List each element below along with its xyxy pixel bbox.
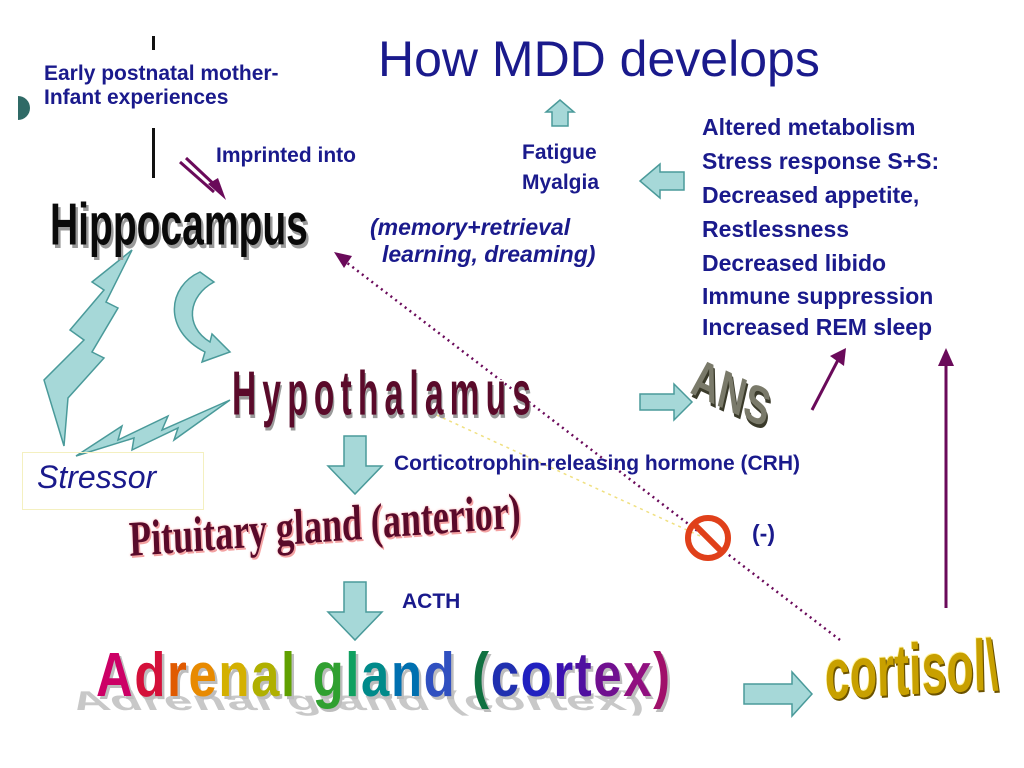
adrenal-letter: g bbox=[312, 641, 346, 710]
adrenal-letter: l bbox=[345, 641, 362, 710]
adrenal-letter bbox=[297, 641, 313, 710]
effect-item: Stress response S+S: bbox=[702, 148, 940, 174]
arrow-hypo-pituitary bbox=[326, 435, 384, 496]
fatigue-line2: Myalgia bbox=[522, 171, 600, 194]
dotted-yellow-feedback bbox=[429, 411, 701, 537]
effect-item: Decreased libido bbox=[702, 250, 887, 276]
hypothalamus-label: Hypothalamus bbox=[232, 359, 538, 429]
adrenal-letter: a bbox=[361, 641, 391, 710]
arrow-hypo-ans bbox=[639, 382, 694, 422]
memory-note-line2: learning, dreaming) bbox=[382, 241, 596, 267]
imprinted-label: Imprinted into bbox=[216, 144, 356, 167]
fatigue-label: Fatigue Myalgia bbox=[522, 138, 599, 198]
adrenal-letter: e bbox=[593, 641, 624, 710]
stressor-box: Stressor bbox=[22, 452, 204, 510]
effect-item: Immune suppression bbox=[702, 283, 934, 309]
adrenal-letter: t bbox=[574, 641, 594, 710]
adrenal-letter: d bbox=[423, 641, 457, 710]
adrenal-letter: x bbox=[623, 641, 654, 710]
crh-label: Corticotrophin-releasing hormone (CRH) bbox=[394, 452, 801, 475]
page-title: How MDD develops bbox=[378, 31, 820, 87]
acth-label: ACTH bbox=[402, 590, 461, 613]
adrenal-letter: n bbox=[218, 641, 252, 710]
inhibit-label: (-) bbox=[752, 520, 775, 546]
inhibit-icon bbox=[685, 515, 731, 561]
up-arrow-fatigue bbox=[543, 99, 577, 127]
fatigue-line1: Fatigue bbox=[522, 141, 597, 164]
left-arrow-effects bbox=[638, 162, 685, 200]
memory-note-line1: (memory+retrieval bbox=[370, 214, 571, 240]
adrenal-letter: r bbox=[167, 641, 189, 710]
adrenal-letter: l bbox=[281, 641, 297, 710]
adrenal-letter: o bbox=[520, 641, 554, 710]
effect-item: Decreased appetite, bbox=[702, 182, 920, 208]
adrenal-letter: n bbox=[390, 641, 424, 710]
early-experiences-label: Early postnatal mother- Infant experienc… bbox=[44, 62, 279, 110]
adrenal-letter: A bbox=[96, 641, 135, 710]
adrenal-letter: ( bbox=[472, 641, 491, 710]
hippocampus-label: Hippocampus bbox=[50, 191, 308, 258]
adrenal-label: Adrenal gland (cortex) bbox=[96, 640, 672, 711]
lightning-stressor-hypo bbox=[75, 399, 231, 457]
arrow-ans-effects bbox=[810, 348, 846, 413]
dotted-cortisol-hippocampus bbox=[334, 252, 841, 641]
adrenal-letter: e bbox=[188, 641, 219, 710]
cortisol-label: cortisol\ bbox=[824, 625, 1000, 715]
arrow-adrenal-cortisol bbox=[743, 670, 814, 718]
arrow-pituitary-adrenal bbox=[326, 581, 384, 642]
adrenal-letter: ) bbox=[653, 641, 672, 710]
effect-item: Restlessness bbox=[702, 216, 850, 242]
adrenal-letter: d bbox=[134, 641, 168, 710]
arrow-cortisol-effects bbox=[938, 348, 954, 608]
lightning-stressor-hippo bbox=[43, 249, 133, 447]
effect-item: Increased REM sleep bbox=[702, 314, 933, 340]
adrenal-letter bbox=[456, 641, 472, 710]
early-experiences-line2: Infant experiences bbox=[44, 86, 229, 109]
adrenal-letter: c bbox=[490, 641, 521, 710]
curved-arrow-hippo-hypo bbox=[173, 271, 232, 364]
effect-item: Altered metabolism bbox=[702, 114, 916, 140]
memory-note: (memory+retrieval learning, dreaming) bbox=[370, 214, 595, 268]
imprinted-arrow bbox=[179, 156, 226, 200]
early-experiences-line1: Early postnatal mother- bbox=[44, 62, 279, 85]
adrenal-letter: a bbox=[251, 641, 282, 710]
effects-list: Altered metabolism Stress response S+S: … bbox=[702, 110, 939, 342]
adrenal-letter: r bbox=[553, 641, 575, 710]
